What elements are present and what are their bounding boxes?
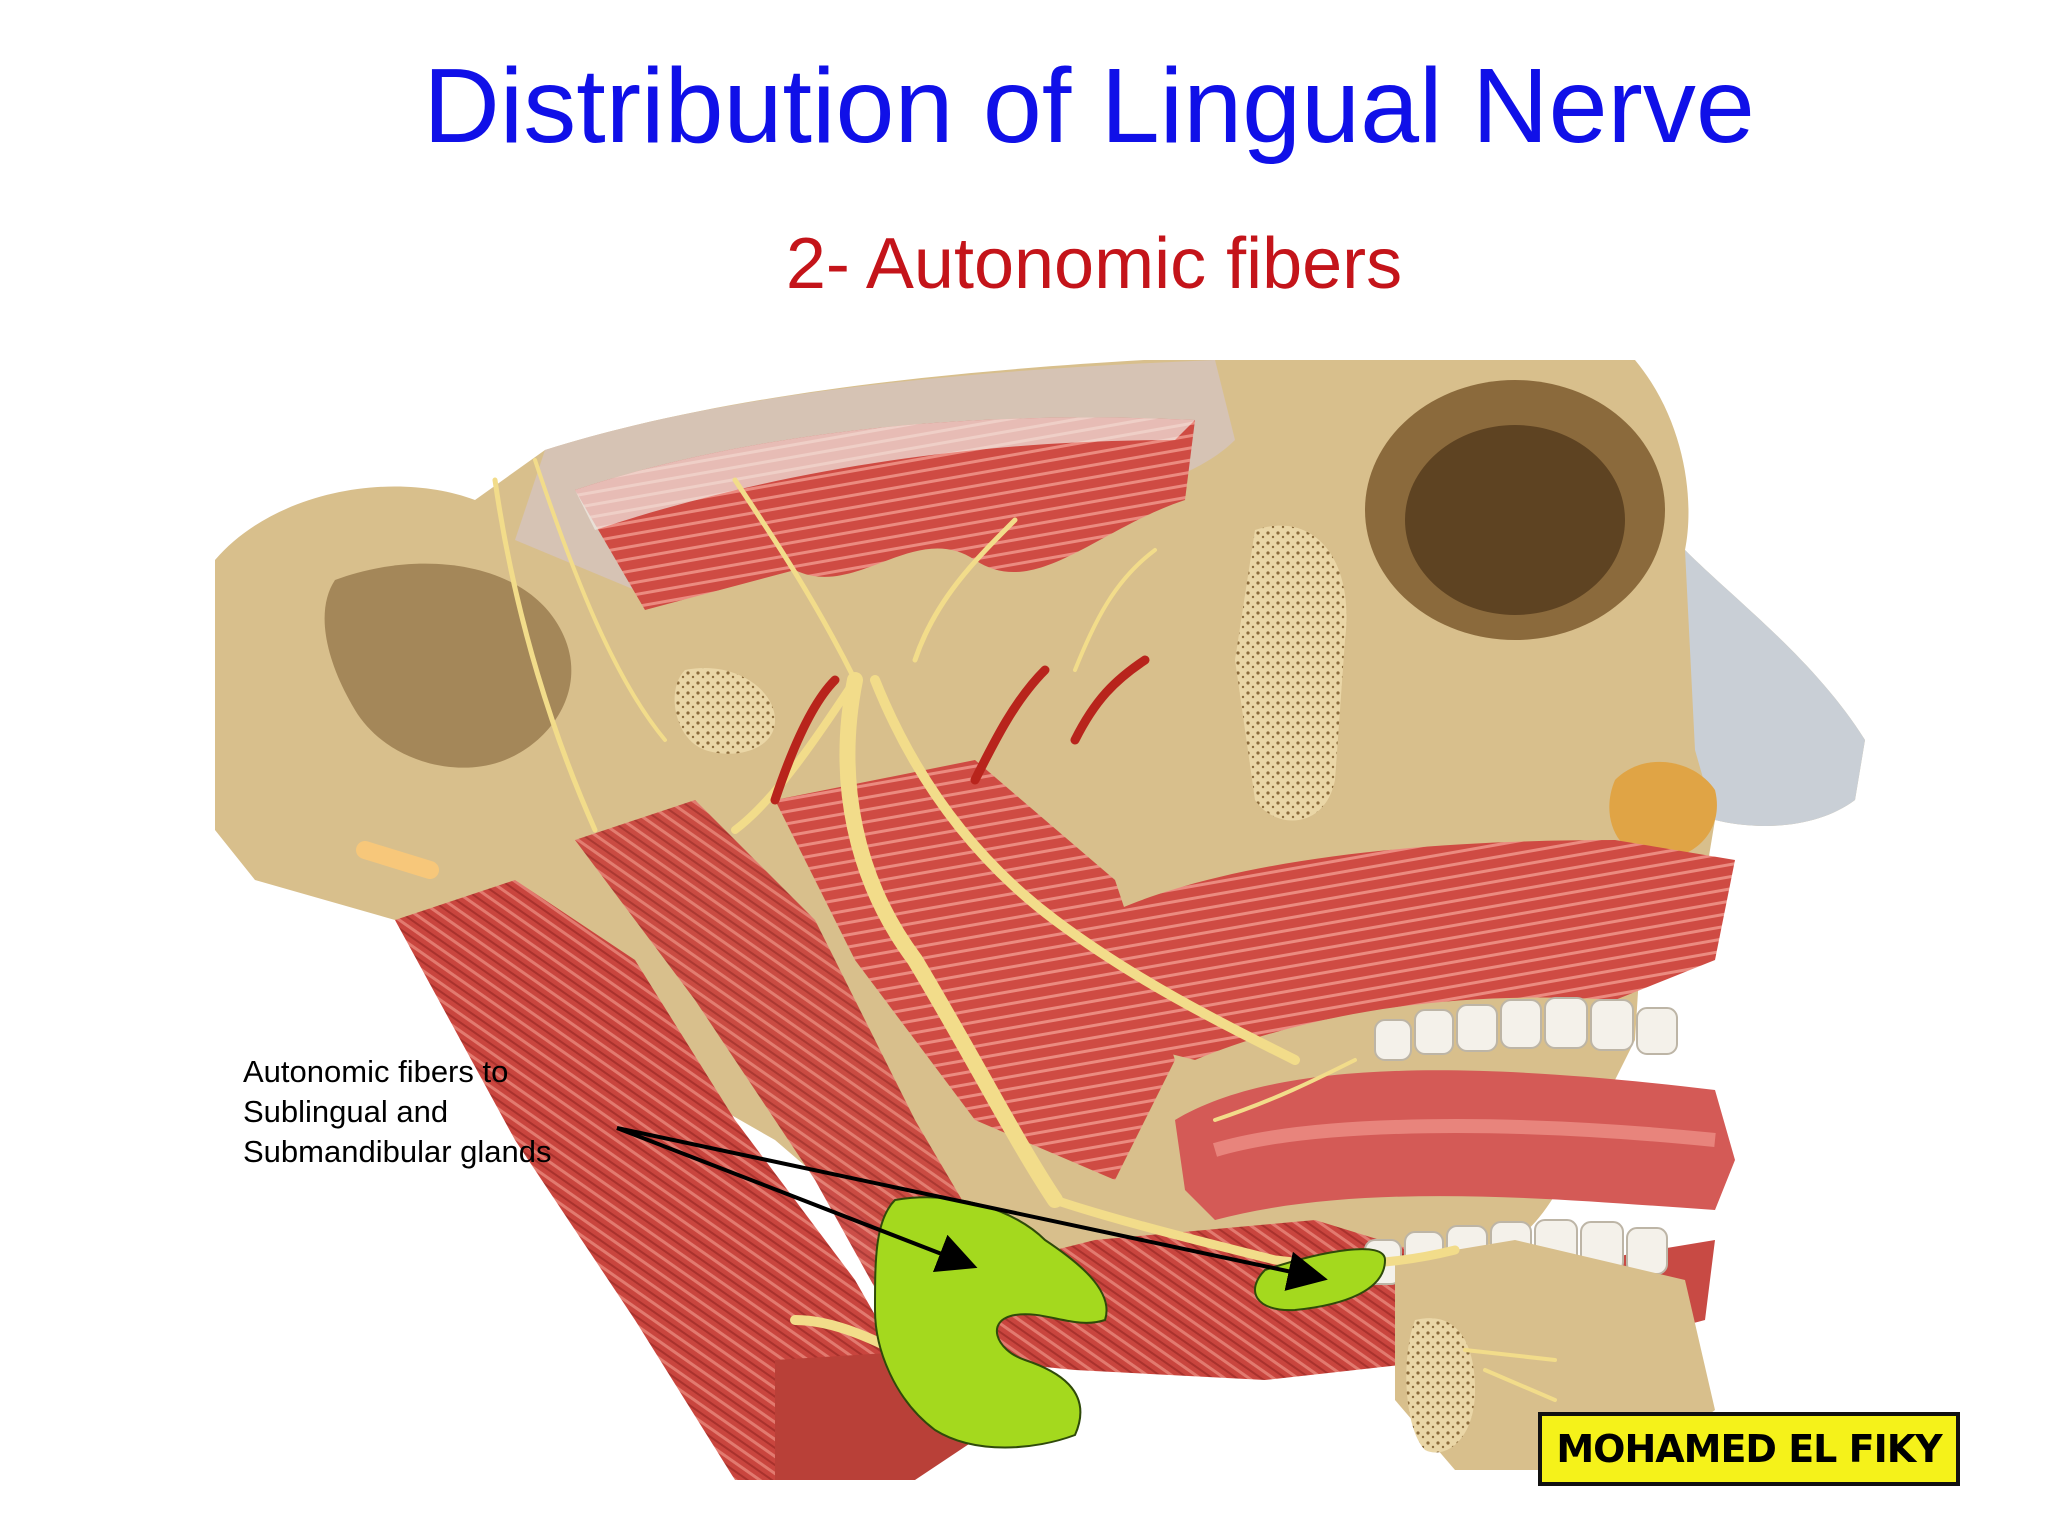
slide-title: Distribution of Lingual Nerve — [423, 47, 1755, 165]
slide-subtitle: 2- Autonomic fibers — [785, 224, 1403, 304]
callout-label-autonomic-fibers: Autonomic fibers to Sublingual and Subma… — [243, 1054, 552, 1169]
neck-muscles — [395, 760, 1445, 1480]
temporalis-muscle — [515, 360, 1235, 610]
nose-cartilage — [1685, 550, 1865, 826]
submandibular-gland-highlight — [873, 1196, 1108, 1449]
nerve-branches — [356, 458, 1557, 1402]
author-badge: MOHAMED EL FIKY — [1538, 1412, 1960, 1486]
head-dissection-illustration — [215, 360, 1865, 1480]
nasal-fat — [1609, 761, 1717, 860]
arteries — [770, 655, 1150, 805]
callout-arrows — [616, 1126, 1328, 1291]
